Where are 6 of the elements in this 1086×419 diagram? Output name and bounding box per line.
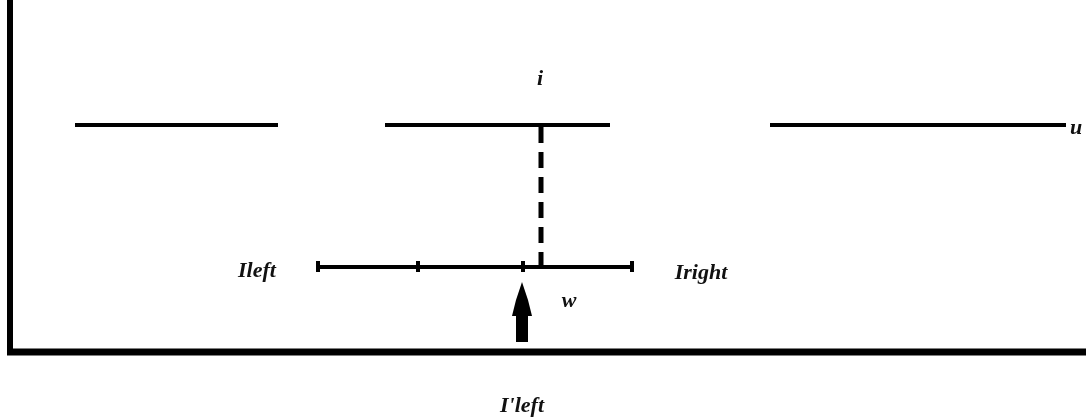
symbol-label: i (536, 67, 544, 89)
symbol-label: u (1069, 116, 1083, 138)
symbol-label: w (561, 289, 577, 311)
symbol-label: Ileft (238, 259, 276, 281)
symbol-label: I'left (500, 394, 544, 416)
symbol-label: Iright (674, 261, 728, 283)
